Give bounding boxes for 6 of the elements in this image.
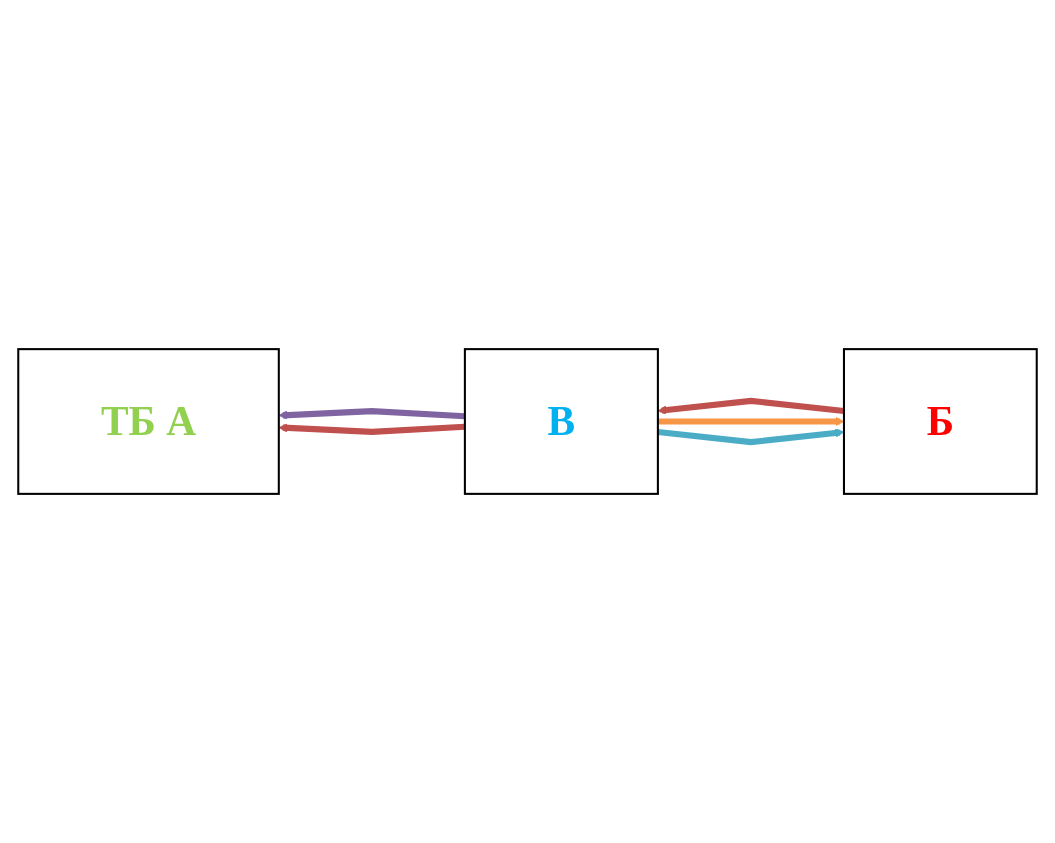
arrow bbox=[278, 408, 466, 420]
arrow bbox=[657, 397, 845, 415]
arrow bbox=[278, 423, 466, 435]
node-box: ТБ А bbox=[17, 348, 280, 495]
node-box: Б bbox=[842, 348, 1038, 495]
node-box: В bbox=[463, 348, 659, 495]
